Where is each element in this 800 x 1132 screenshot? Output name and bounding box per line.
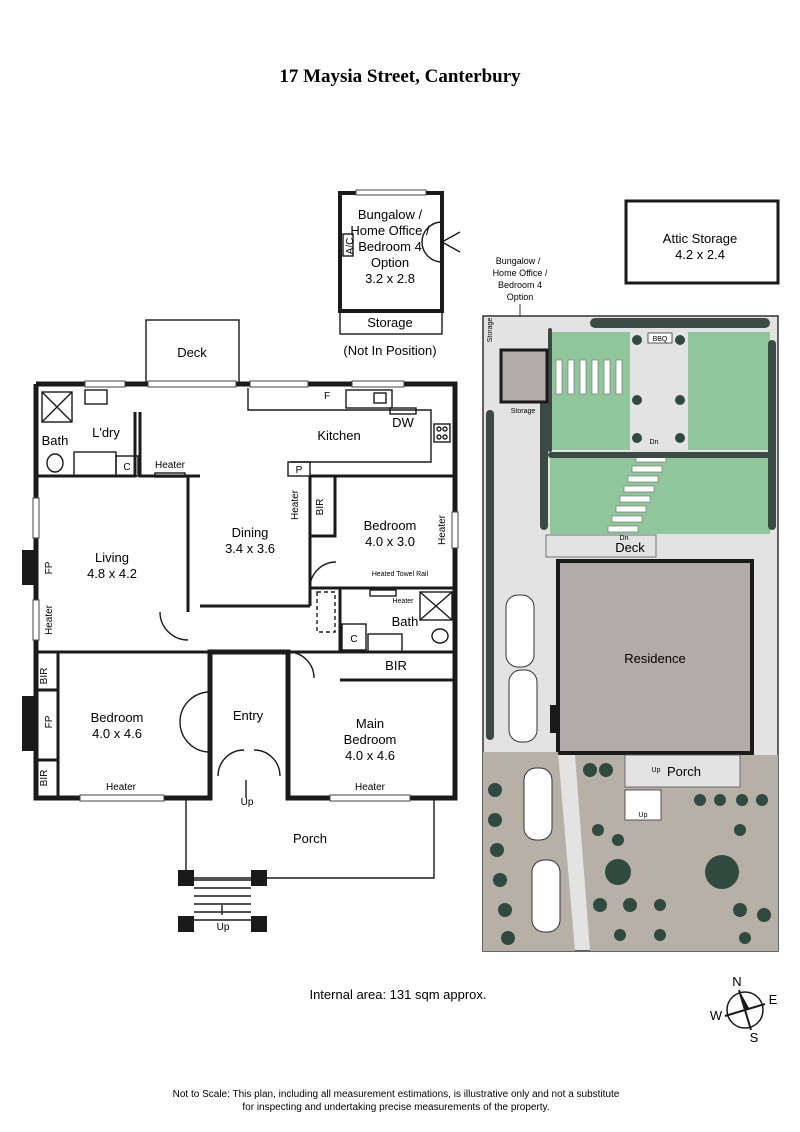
deck-label: Deck: [177, 345, 207, 360]
pantry-label: P: [296, 465, 303, 476]
bungalow-size: 3.2 x 2.8: [365, 271, 415, 286]
steps-up-label: Up: [217, 922, 230, 933]
attic-size: 4.2 x 2.4: [675, 247, 725, 262]
living-size: 4.8 x 4.2: [87, 566, 137, 581]
page-title: 17 Maysia Street, Canterbury: [279, 66, 521, 87]
site-storage-bottom: Storage: [511, 408, 536, 415]
dining-heater-label: Heater: [290, 489, 301, 520]
bath2-heater-label: Heater: [392, 598, 414, 605]
bungalow-storage-label: Storage: [367, 315, 413, 330]
fridge-label: F: [324, 391, 330, 402]
bedroom2-name: Bedroom: [364, 518, 417, 533]
compass-w: W: [710, 1008, 723, 1023]
porch-label: Porch: [293, 831, 327, 846]
ac-label: A/C: [345, 238, 356, 255]
site-bungalow-line4: Option: [507, 292, 534, 302]
bedroom3-size: 4.0 x 4.6: [92, 726, 142, 741]
dining-name: Dining: [232, 525, 269, 540]
cars: [505, 594, 561, 933]
compass-n: N: [732, 974, 741, 989]
living-name: Living: [95, 550, 129, 565]
bath2-cupboard-label: C: [350, 634, 357, 645]
site-bungalow-line1: Bungalow /: [496, 256, 541, 266]
dishwasher-label: DW: [392, 415, 414, 430]
dn-label-deck: Dn: [620, 535, 629, 542]
bedroom2-size: 4.0 x 3.0: [365, 534, 415, 549]
site-up-label-porch: Up: [652, 767, 661, 774]
site-porch-label: Porch: [667, 764, 701, 779]
kitchen-label: Kitchen: [317, 428, 360, 443]
bungalow-line3: Bedroom 4: [358, 239, 422, 254]
main-bedroom-name1: Main: [356, 716, 384, 731]
laundry-cupboard-label: C: [123, 462, 130, 473]
bungalow-line4: Option: [371, 255, 409, 270]
attic-storage: Attic Storage 4.2 x 2.4: [624, 199, 780, 285]
bedroom3-fp-label: FP: [44, 715, 55, 728]
bedroom3-bir-bottom-label: BIR: [39, 770, 50, 787]
compass-e: E: [769, 992, 778, 1007]
hedges: [486, 318, 776, 740]
bedroom3-bir-top-label: BIR: [39, 668, 50, 685]
main-heater-label: Heater: [355, 782, 386, 793]
living-heater-label: Heater: [44, 604, 55, 635]
lawn-trees: [632, 335, 685, 443]
main-bedroom-size: 4.0 x 4.6: [345, 748, 395, 763]
bedroom2-heater-label: Heater: [437, 514, 448, 545]
compass: N E S W: [710, 974, 778, 1045]
entry-label: Entry: [233, 708, 264, 723]
bungalow-plan: A/C Bungalow / Home Office / Bedroom 4 O…: [338, 189, 461, 358]
bbq-label: BBQ: [653, 336, 668, 343]
garden-shrubs: [488, 763, 771, 945]
dining-bir-label: BIR: [315, 499, 326, 516]
main-bedroom-name2: Bedroom: [344, 732, 397, 747]
site-deck-label: Deck: [615, 540, 645, 555]
internal-area: Internal area: 131 sqm approx.: [309, 987, 486, 1002]
bath-label: Bath: [42, 433, 69, 448]
site-up-label-steps: Up: [639, 812, 648, 819]
site-plan: Bungalow / Home Office / Bedroom 4 Optio…: [482, 256, 779, 952]
bath2-label: Bath: [392, 614, 419, 629]
residence-label: Residence: [624, 651, 685, 666]
bedroom3-heater-label: Heater: [106, 782, 137, 793]
garden-steps: [555, 359, 667, 533]
disclaimer-line1: Not to Scale: This plan, including all m…: [173, 1089, 620, 1100]
bungalow-line1: Bungalow /: [358, 207, 423, 222]
attic-name: Attic Storage: [663, 231, 737, 246]
compass-s: S: [750, 1030, 759, 1045]
towel-rail-label: Heated Towel Rail: [372, 571, 429, 578]
dn-label-top: Dn: [650, 439, 659, 446]
site-bungalow-line2: Home Office /: [493, 268, 548, 278]
house-plan: Deck Bath L'dry: [22, 319, 459, 933]
laundry-label: L'dry: [92, 425, 120, 440]
bungalow-line2: Home Office /: [350, 223, 430, 238]
disclaimer-line2: for inspecting and undertaking precise m…: [242, 1102, 549, 1113]
main-bir-label: BIR: [385, 658, 407, 673]
dining-size: 3.4 x 3.6: [225, 541, 275, 556]
living-fp-label: FP: [44, 561, 55, 574]
porch-up-label: Up: [241, 797, 254, 808]
not-in-position-note: (Not In Position): [343, 343, 436, 358]
kitchen-heater-label: Heater: [155, 460, 186, 471]
site-bungalow-line3: Bedroom 4: [498, 280, 542, 290]
bedroom3-name: Bedroom: [91, 710, 144, 725]
site-storage-side: Storage: [487, 318, 494, 343]
